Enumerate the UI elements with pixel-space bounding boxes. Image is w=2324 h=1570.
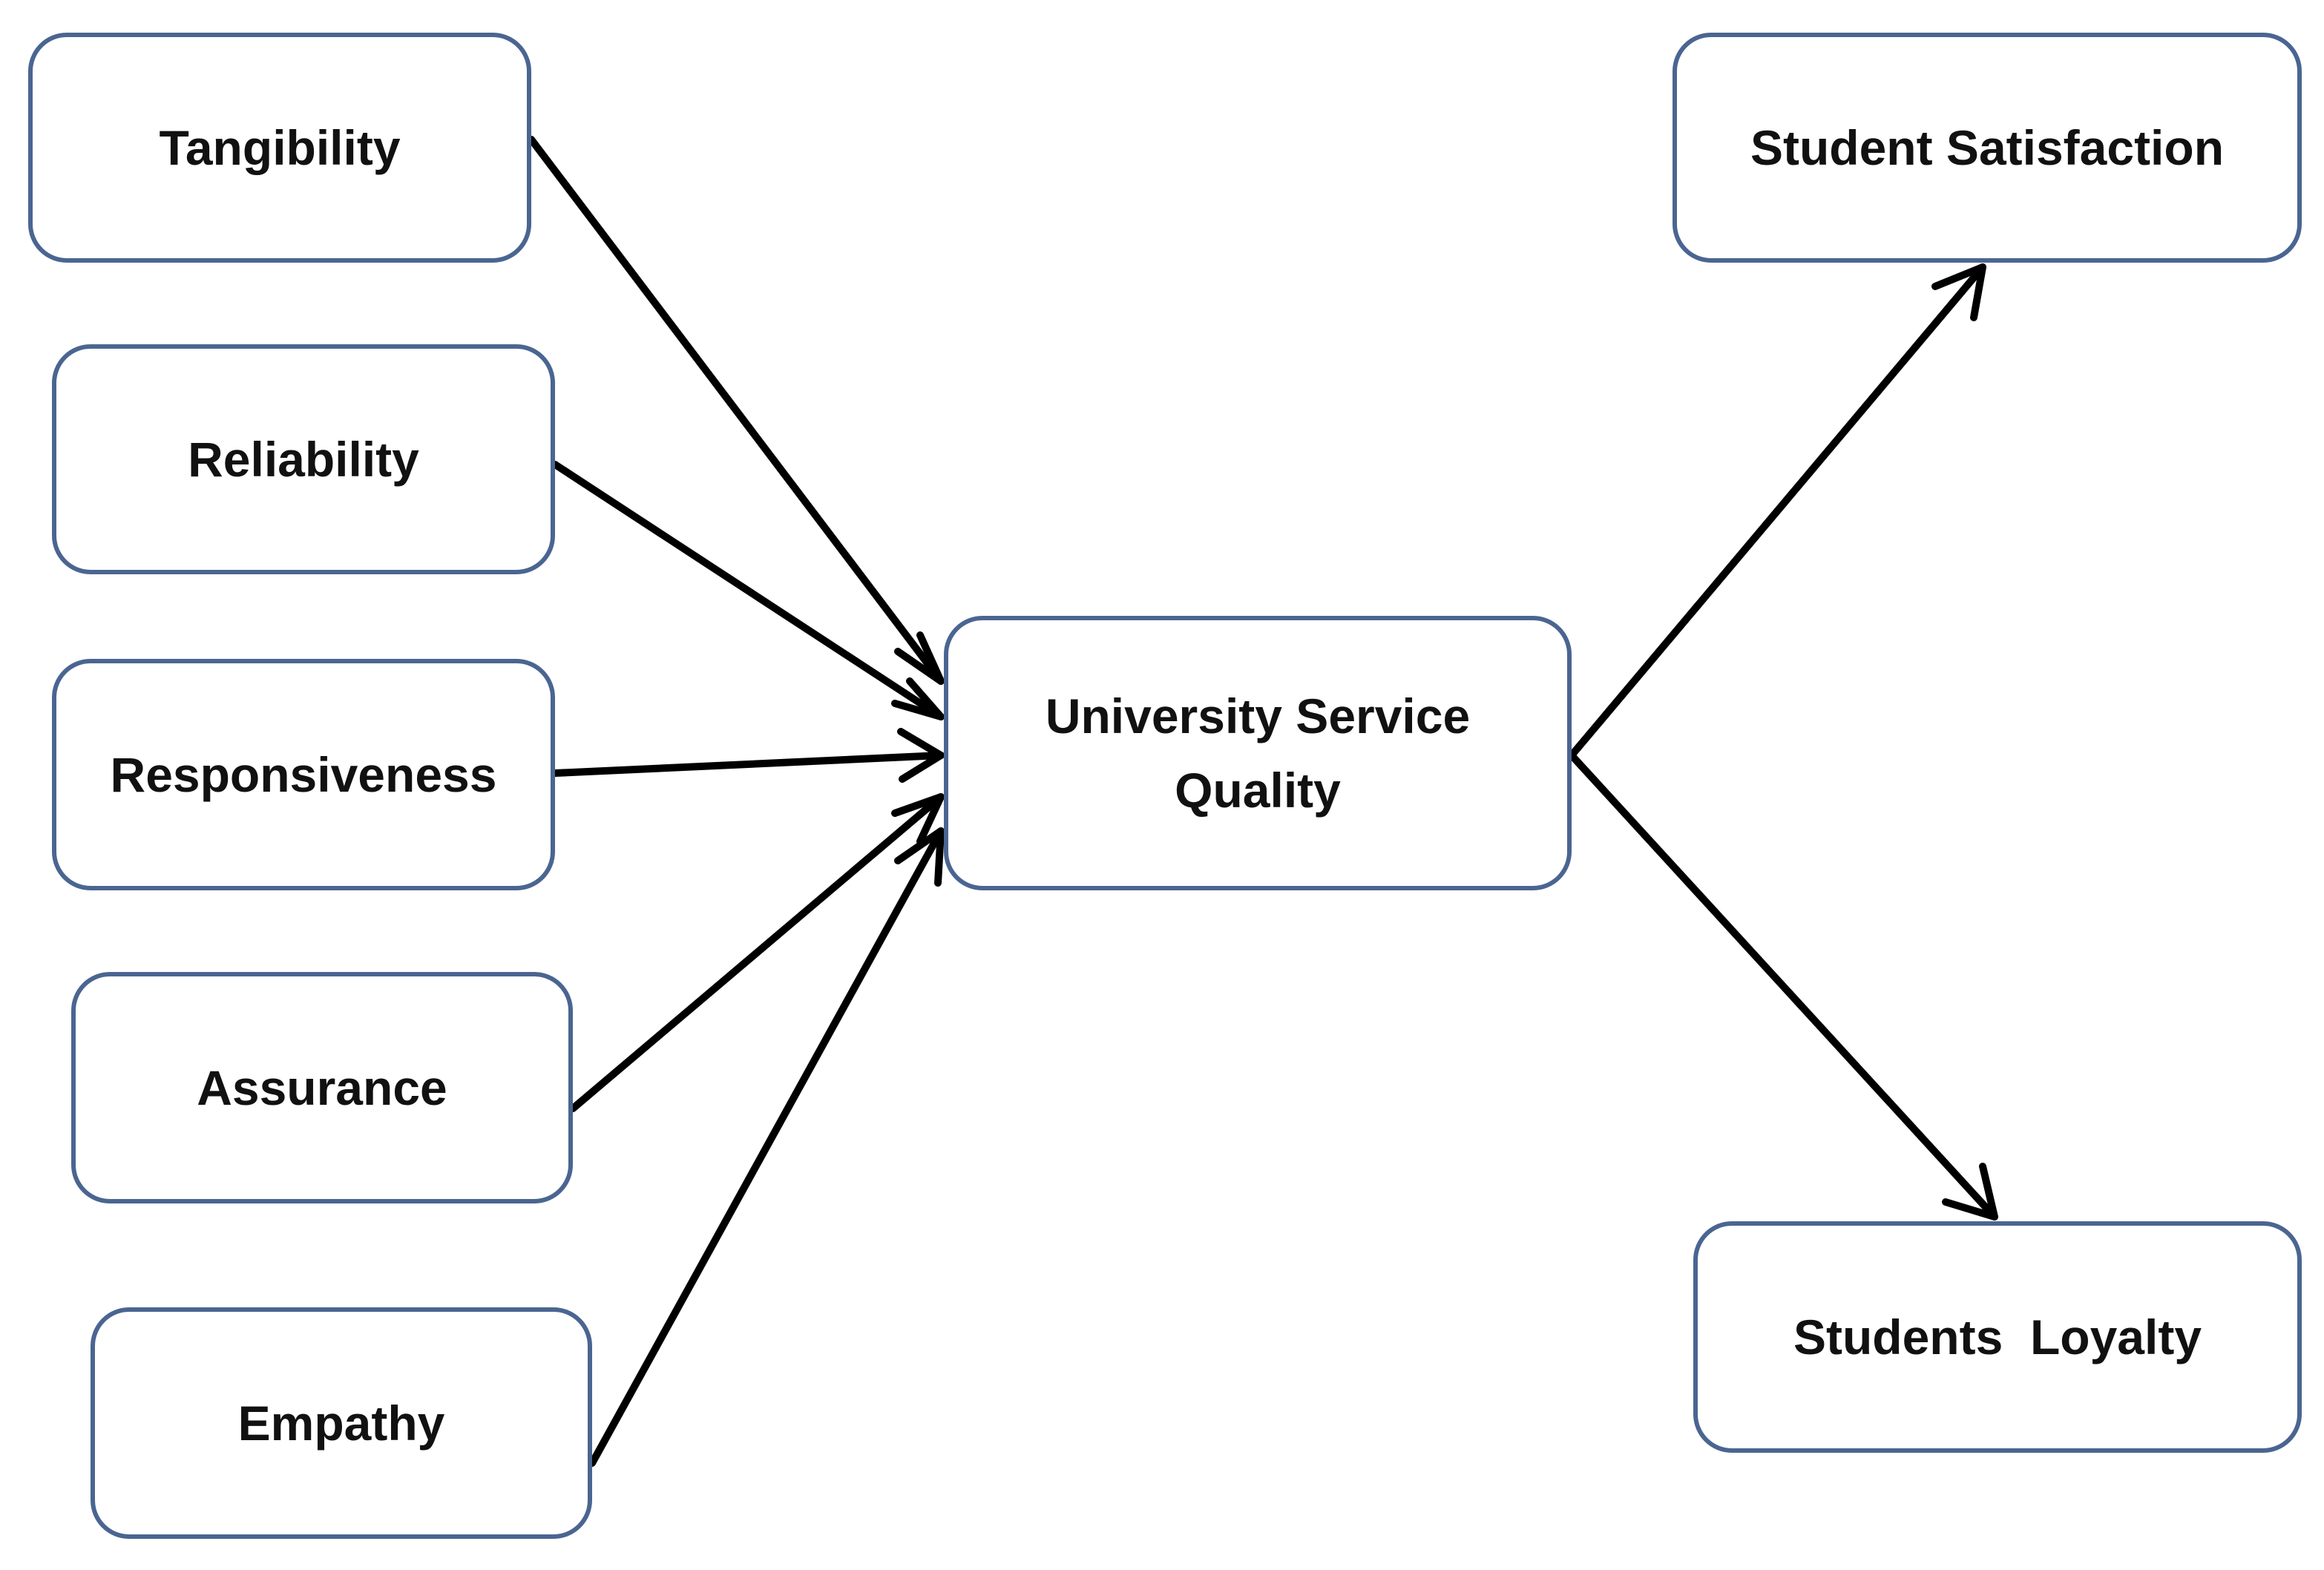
arrowhead-satisfaction [1931,263,1986,321]
node-label-student-satisfaction: Student Satisfaction [1750,119,2225,175]
node-reliability: Reliability [52,344,555,574]
arrow-tangibility-to-usq [528,136,945,685]
arrowhead-tangibility [894,631,945,685]
arrowhead-responsiveness [897,728,945,783]
arrow-empathy-to-usq [588,827,945,1467]
node-label-empathy: Empathy [237,1395,445,1451]
node-student-satisfaction: Student Satisfaction [1673,33,2302,263]
arrowhead-assurance [891,793,945,845]
arrow-usq-to-loyalty [1568,752,1998,1221]
node-tangibility: Tangibility [28,33,531,263]
node-label-university-service-quality: University Service Quality [1046,679,1470,828]
arrowhead-loyalty [1942,1163,1998,1221]
node-label-reliability: Reliability [188,431,419,487]
node-label-tangibility: Tangibility [159,119,401,175]
node-responsiveness: Responsiveness [52,659,555,890]
arrow-usq-to-satisfaction [1568,263,1986,759]
node-university-service-quality: University Service Quality [944,616,1572,890]
arrowhead-reliability [891,677,945,720]
node-label-responsiveness: Responsiveness [110,746,497,802]
arrow-assurance-to-usq [569,793,945,1112]
node-label-line-1: University Service [1045,688,1471,743]
arrow-reliability-to-usq [551,461,945,720]
node-empathy: Empathy [91,1307,592,1539]
node-label-line-2: Quality [1175,763,1341,818]
arrow-responsiveness-to-usq [551,752,945,777]
node-assurance: Assurance [71,972,573,1203]
node-students-loyalty: Students Loyalty [1693,1221,2302,1453]
node-label-assurance: Assurance [197,1060,447,1115]
arrowhead-empathy [894,827,945,887]
node-label-students-loyalty: Students Loyalty [1793,1309,2202,1364]
